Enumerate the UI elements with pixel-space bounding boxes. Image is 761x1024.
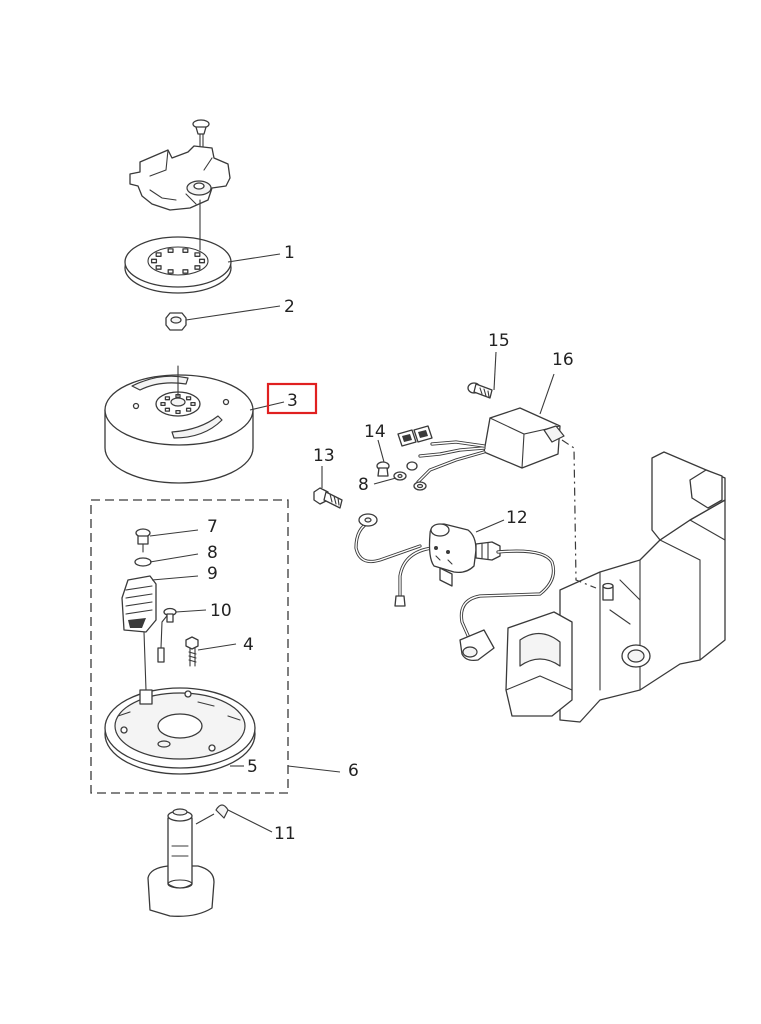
cover-plate (124, 199, 232, 294)
bolt-hole (194, 252, 201, 257)
engine-block (505, 451, 726, 723)
highlight-box (266, 382, 318, 415)
callout-labels: 1 2 3 4 5 6 7 8 9 10 11 12 13 14 8 15 16 (207, 243, 574, 844)
bolt-hole (185, 407, 192, 412)
bolt-hole (164, 407, 171, 412)
flywheel (104, 365, 254, 484)
callout-6: 6 (348, 761, 359, 781)
screw-15 (467, 382, 493, 399)
callout-14: 14 (364, 422, 386, 442)
bolt-hole (185, 396, 192, 401)
crankshaft (147, 808, 215, 917)
stator-plate (104, 687, 256, 775)
leader-lines (149, 253, 555, 833)
callout-8: 8 (207, 543, 218, 563)
bolt-hole (155, 265, 162, 270)
charge-coil (121, 575, 171, 691)
callout-11: 11 (274, 824, 296, 844)
callout-7: 7 (207, 517, 218, 537)
callout-8-right: 8 (358, 475, 369, 495)
nut (165, 312, 187, 331)
washer-8-right (393, 471, 407, 481)
bolt-13 (313, 487, 343, 509)
callout-3: 3 (287, 391, 298, 411)
kit-boundary-box (90, 499, 289, 794)
woodruff-key (215, 804, 229, 819)
callout-1: 1 (284, 243, 295, 263)
callout-2: 2 (284, 297, 295, 317)
bolt-hole (182, 269, 189, 274)
bolt-hole (167, 269, 174, 274)
washer-8 (134, 557, 152, 567)
callout-12: 12 (506, 508, 528, 528)
starter-cup (129, 145, 231, 211)
callout-5: 5 (247, 757, 258, 777)
bolt-hole (198, 258, 206, 264)
bolt-hole (194, 265, 201, 270)
bolt-hole (160, 401, 166, 407)
bolt-hole (164, 396, 171, 401)
bolt-hole (155, 252, 162, 257)
center-line (561, 439, 597, 589)
callout-16: 16 (552, 350, 574, 370)
callout-9: 9 (207, 564, 218, 584)
screw-10 (163, 607, 177, 623)
wire-connectors (397, 425, 433, 491)
bolt-hole (150, 258, 158, 264)
bolt-hole (167, 248, 174, 253)
screw-7 (135, 528, 151, 553)
callout-15: 15 (488, 331, 510, 351)
bolt-hole (182, 248, 189, 253)
screw-14 (376, 461, 390, 477)
callout-4: 4 (243, 635, 254, 655)
ignition-coil (354, 513, 556, 662)
bolt-4 (185, 636, 199, 667)
cdi-unit (416, 407, 565, 484)
bolt-hole (190, 401, 196, 407)
bolt-hole (175, 409, 181, 415)
callout-13: 13 (313, 446, 335, 466)
callout-10: 10 (210, 601, 232, 621)
